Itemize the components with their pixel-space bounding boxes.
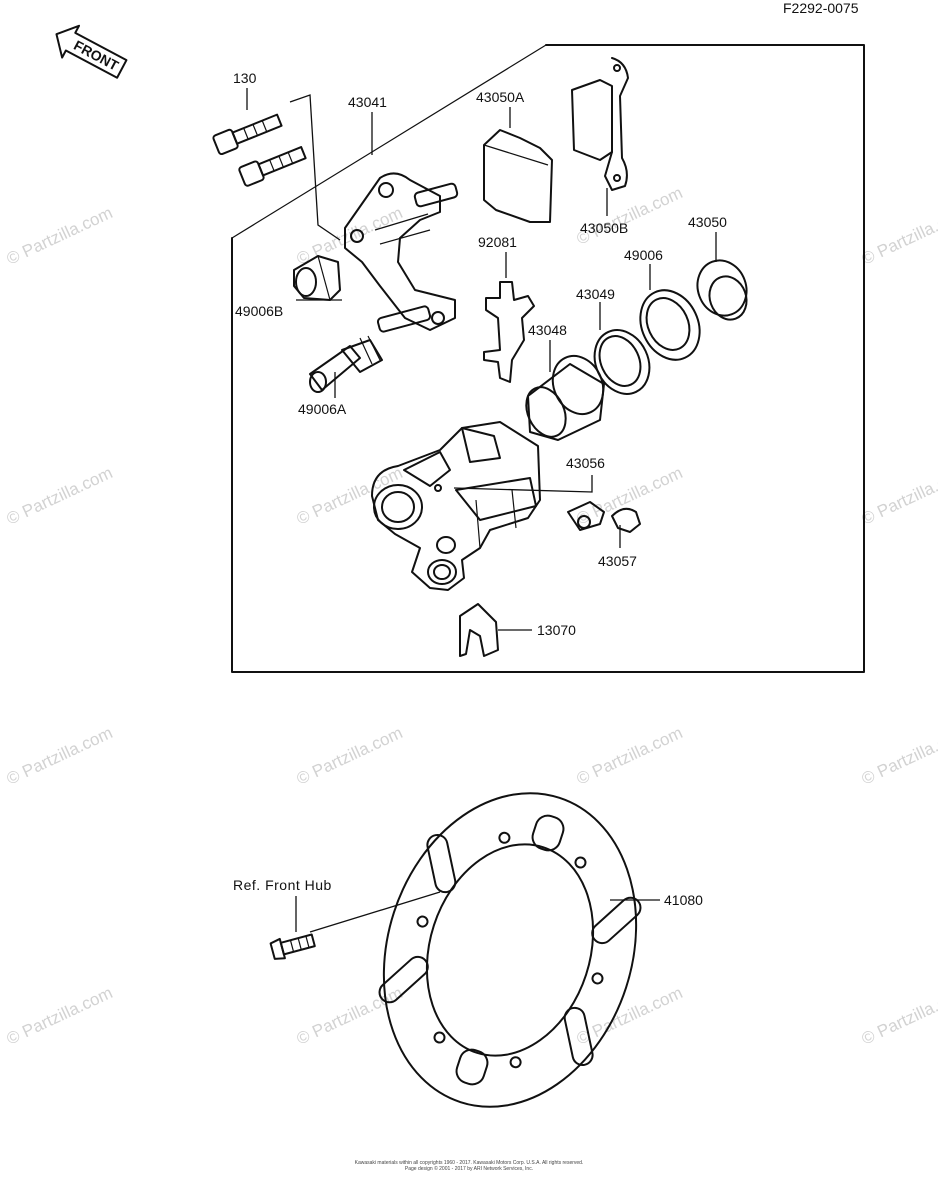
part-label: 13070 <box>537 622 576 638</box>
part-label: 43056 <box>566 455 605 471</box>
part-label: 43050A <box>476 89 525 105</box>
watermark: © Partzilla.com <box>859 723 938 789</box>
part-label: 43041 <box>348 94 387 110</box>
copyright-line-2: Page design © 2001 - 2017 by ARI Network… <box>405 1165 533 1172</box>
watermark-layer: © Partzilla.com © Partzilla.com © Partzi… <box>4 183 938 1049</box>
caliper-bracket-43041 <box>344 172 459 333</box>
watermark: © Partzilla.com <box>294 723 406 789</box>
watermark: © Partzilla.com <box>574 183 686 249</box>
watermark: © Partzilla.com <box>4 203 116 269</box>
watermark: © Partzilla.com <box>859 983 938 1049</box>
clip-13070 <box>459 603 499 657</box>
watermark: © Partzilla.com <box>574 463 686 529</box>
bolt-130 <box>212 113 307 187</box>
part-label: 43050B <box>580 220 628 236</box>
dust-boot-43050 <box>696 259 748 321</box>
part-label: 130 <box>233 70 257 86</box>
part-label: 49006B <box>235 303 283 319</box>
reference-label: Ref. Front Hub <box>233 877 332 893</box>
front-arrow-label: FRONT <box>71 37 121 74</box>
brake-disc-41080 <box>378 792 642 1108</box>
front-arrow: FRONT <box>55 24 128 79</box>
pin-boot-49006A <box>309 335 383 393</box>
part-label: 43049 <box>576 286 615 302</box>
diagram-code: F2292-0075 <box>783 0 859 16</box>
watermark: © Partzilla.com <box>574 983 686 1049</box>
bleeder-cap-43057 <box>611 507 641 533</box>
brake-pad-43050B <box>571 57 629 191</box>
piston-43048 <box>525 354 605 441</box>
front-arrow-icon <box>55 24 128 79</box>
part-label: 49006 <box>624 247 663 263</box>
bleeder-valve-43056 <box>567 501 605 531</box>
part-label: 43048 <box>528 322 567 338</box>
leader-lines <box>246 88 717 933</box>
assembly-border-diagonal <box>231 44 547 239</box>
brake-pad-43050A <box>483 129 553 223</box>
part-label: 43050 <box>688 214 727 230</box>
dust-boot-49006B <box>293 255 341 301</box>
part-label: 49006A <box>298 401 347 417</box>
piston-seal-43049 <box>593 329 651 395</box>
watermark: © Partzilla.com <box>574 723 686 789</box>
pad-spring-92081 <box>483 281 535 383</box>
part-label: 41080 <box>664 892 703 908</box>
watermark: © Partzilla.com <box>4 463 116 529</box>
watermark: © Partzilla.com <box>859 463 938 529</box>
watermark: © Partzilla.com <box>859 203 938 269</box>
caliper-body <box>371 421 541 591</box>
part-label: 43057 <box>598 553 637 569</box>
watermark: © Partzilla.com <box>294 203 406 269</box>
disc-screw <box>269 933 316 960</box>
watermark: © Partzilla.com <box>4 723 116 789</box>
seal-49006 <box>639 289 701 361</box>
copyright-line-1: Kawasaki materials within all copyrights… <box>355 1160 584 1166</box>
part-label: 92081 <box>478 234 517 250</box>
assembly-border <box>231 44 865 673</box>
watermark: © Partzilla.com <box>4 983 116 1049</box>
part-labels: 130 43041 43050A 43050B 92081 43050 4900… <box>233 70 727 908</box>
